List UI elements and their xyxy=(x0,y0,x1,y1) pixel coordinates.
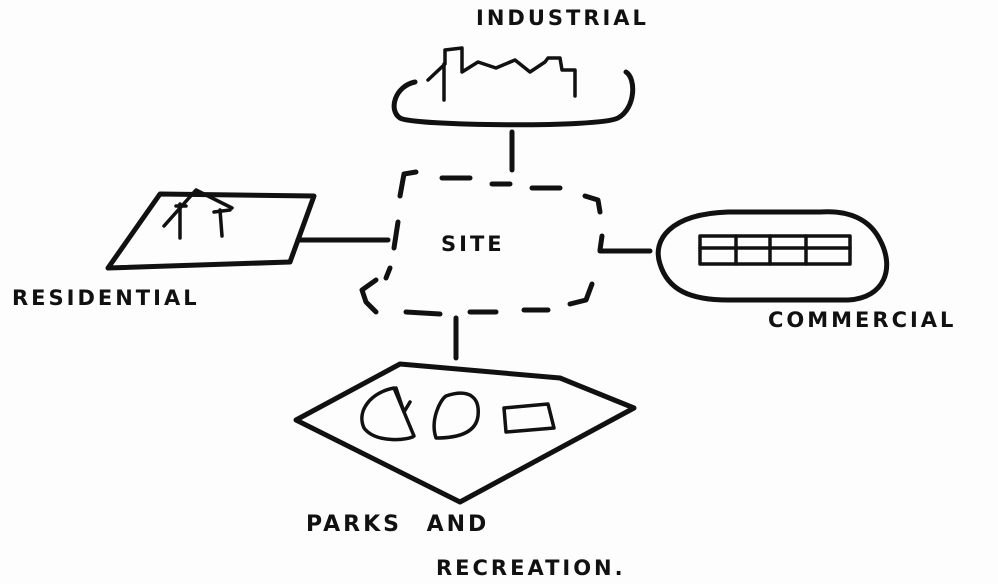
residential-label: RESIDENTIAL xyxy=(12,286,200,310)
industrial-label: INDUSTRIAL xyxy=(476,6,649,30)
industrial-shape xyxy=(391,46,636,128)
parks-shape xyxy=(293,361,637,505)
parks-label-line1: PARKS AND xyxy=(306,512,490,537)
commercial-label: COMMERCIAL xyxy=(768,308,957,332)
commercial-shape xyxy=(655,209,890,303)
residential-shape xyxy=(105,188,317,271)
site-label: SITE xyxy=(441,232,505,256)
parks-label-line2: RECREATION. xyxy=(436,556,626,580)
site-dashed-box xyxy=(359,169,605,317)
